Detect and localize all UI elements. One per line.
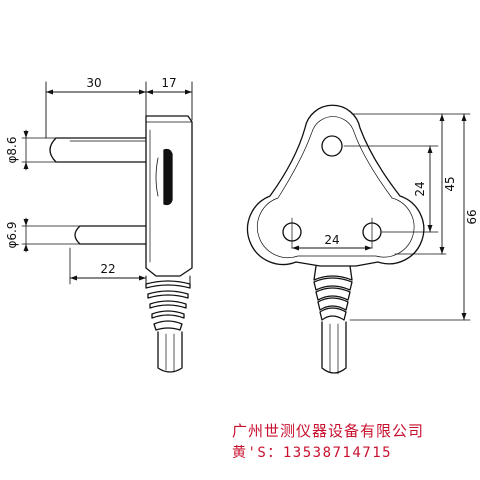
plug-face-outline — [246, 104, 425, 267]
dim-pin-lower: φ6.9 — [5, 222, 19, 249]
dim-24-vertical: 24 — [413, 181, 427, 196]
earth-pin-hole — [321, 135, 343, 157]
side-view — [21, 81, 193, 373]
dim-pin-length: 22 — [100, 262, 115, 276]
dim-45: 45 — [443, 176, 457, 191]
cable-side — [157, 331, 183, 373]
plug-body-side — [145, 115, 193, 277]
body-slot — [163, 148, 173, 206]
lower-pin — [74, 225, 147, 245]
strain-relief-side — [145, 275, 191, 331]
cable-front — [321, 321, 347, 374]
dim-66: 66 — [465, 209, 479, 224]
dim-top-right: 17 — [161, 76, 176, 90]
front-view — [246, 104, 471, 375]
strain-relief-front — [313, 265, 353, 321]
dim-24-horizontal: 24 — [324, 233, 339, 247]
contact-phone: 黄'S：13538714715 — [232, 445, 393, 461]
dim-top-left: 30 — [86, 76, 101, 90]
dimension-labels: 30 17 φ8.6 φ6.9 22 24 45 66 24 — [5, 76, 479, 276]
company-name: 广州世测仪器设备有限公司 — [232, 422, 425, 440]
upper-pin — [49, 137, 147, 163]
dim-pin-upper: φ8.6 — [5, 137, 19, 164]
